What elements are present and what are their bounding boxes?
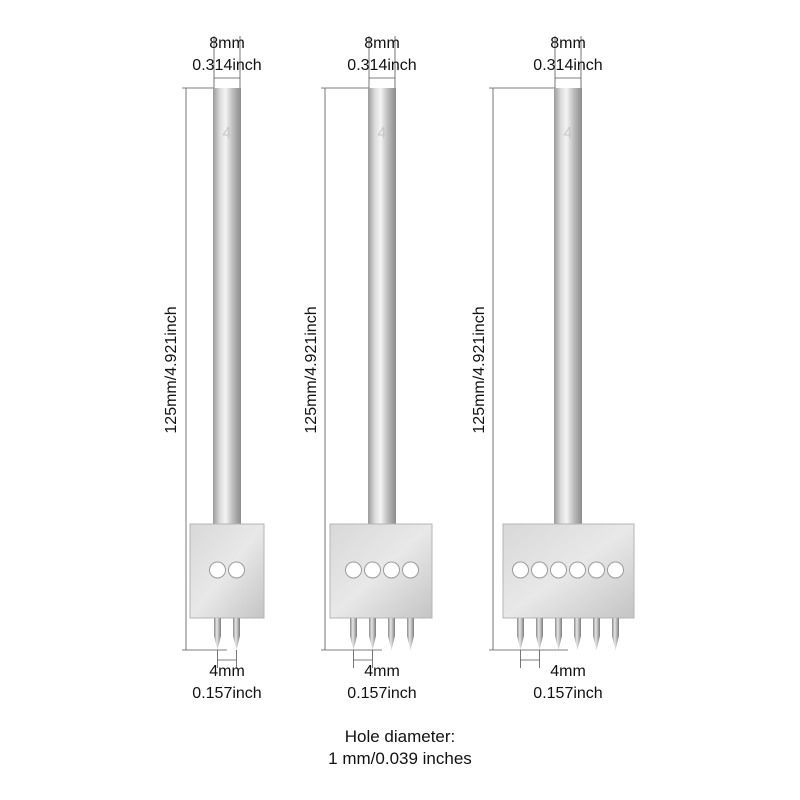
punch-prong <box>593 618 600 650</box>
punch-prong <box>388 618 395 650</box>
tool-2-bottom-mm-label: 4mm <box>364 663 400 680</box>
punch-prong <box>369 618 376 650</box>
punch-prong <box>214 618 221 650</box>
tool-3: 4 <box>489 36 635 668</box>
tool-1: 4 <box>182 36 265 668</box>
hole-diameter-value: 1 mm/0.039 inches <box>328 749 472 768</box>
punch-prong <box>517 618 524 650</box>
tool-2-top-mm-label: 8mm <box>364 35 400 52</box>
tool-2-bottom-inch-label: 0.157inch <box>347 685 417 702</box>
tool-1-bottom-inch-label: 0.157inch <box>192 685 262 702</box>
tool-2-top-inch-label: 0.314inch <box>347 57 417 74</box>
tool-3-top-inch-label: 0.314inch <box>533 57 603 74</box>
block-hole <box>345 561 362 579</box>
tool-shaft <box>368 88 396 526</box>
block-hole <box>588 561 605 579</box>
tool-shaft <box>554 88 582 526</box>
punch-prong <box>574 618 581 650</box>
shaft-mark: 4 <box>223 125 232 142</box>
punch-prong <box>233 618 240 650</box>
block-hole <box>209 561 226 579</box>
punch-prong <box>536 618 543 650</box>
block-hole <box>364 561 381 579</box>
tool-3-bottom-inch-label: 0.157inch <box>533 685 603 702</box>
punch-prong <box>407 618 414 650</box>
tool-block <box>189 523 265 619</box>
tool-2-length-label: 125mm/4.921inch <box>303 306 320 434</box>
punch-prong <box>555 618 562 650</box>
tool-1-top-inch-label: 0.314inch <box>192 57 262 74</box>
tool-shaft <box>213 88 241 526</box>
shaft-mark: 4 <box>378 125 387 142</box>
shaft-mark: 4 <box>564 125 573 142</box>
block-hole <box>512 561 529 579</box>
block-hole <box>383 561 400 579</box>
tool-3-top-mm-label: 8mm <box>550 35 586 52</box>
tool-1-bottom-mm-label: 4mm <box>209 663 245 680</box>
block-hole <box>531 561 548 579</box>
punch-prong <box>350 618 357 650</box>
block-hole <box>550 561 567 579</box>
tool-2: 4 <box>321 36 433 668</box>
punch-prong <box>612 618 619 650</box>
tool-3-bottom-mm-label: 4mm <box>550 663 586 680</box>
block-hole <box>228 561 245 579</box>
block-hole <box>607 561 624 579</box>
block-hole <box>569 561 586 579</box>
tool-1-top-mm-label: 8mm <box>209 35 245 52</box>
hole-diameter-title: Hole diameter: <box>344 727 456 746</box>
tool-3-length-label: 125mm/4.921inch <box>471 306 488 434</box>
block-hole <box>402 561 419 579</box>
tool-1-length-label: 125mm/4.921inch <box>163 306 180 434</box>
